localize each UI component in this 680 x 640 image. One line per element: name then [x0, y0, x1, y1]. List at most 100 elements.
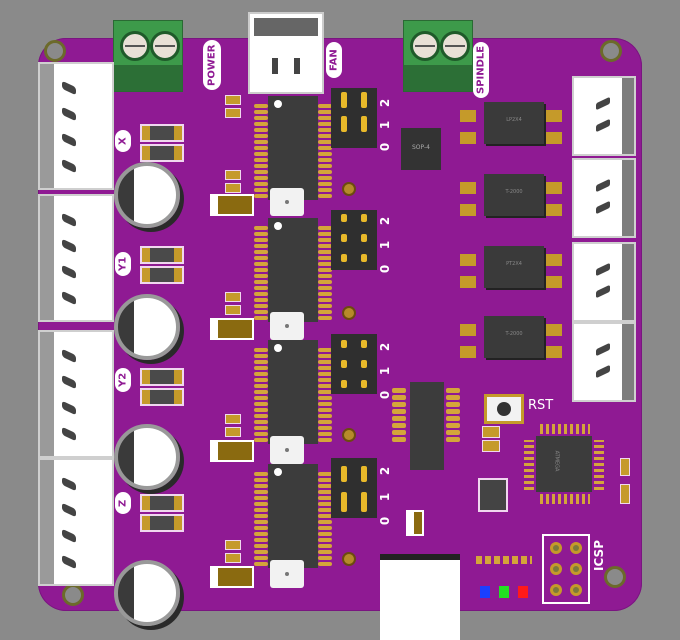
current-trim-potentiometer[interactable]: [270, 188, 304, 216]
via: [342, 306, 356, 320]
motor-connector-y1: [38, 194, 114, 322]
motor-connector-z: [38, 458, 114, 586]
axis-label-y1: Y1: [115, 252, 131, 276]
inductor: [140, 514, 184, 532]
electrolytic-capacitor: [114, 162, 180, 228]
jumper-number: 1: [378, 366, 393, 376]
mounting-hole: [62, 584, 84, 606]
smd-capacitor: [482, 440, 500, 452]
microstep-jumper-block[interactable]: [331, 458, 377, 518]
via: [342, 428, 356, 442]
screw-icon: [120, 31, 150, 61]
inductor: [140, 368, 184, 386]
axis-label-z: Z: [115, 492, 131, 514]
motor-connector-y2: [38, 330, 114, 458]
sop4-optocoupler: SOP-4: [401, 128, 441, 170]
fan-label: FAN: [326, 42, 342, 78]
axis-label-y2: Y2: [115, 368, 131, 392]
endstop-connector: [572, 242, 636, 322]
jumper-number: 0: [378, 264, 393, 274]
microstep-jumper-block[interactable]: [331, 88, 377, 148]
smd-resistor: [225, 553, 241, 563]
tantalum-capacitor: [210, 566, 254, 588]
smd-resistor: [225, 183, 241, 193]
inductor: [140, 124, 184, 142]
screw-icon: [440, 31, 470, 61]
electrolytic-capacitor: [114, 424, 180, 490]
inductor: [140, 266, 184, 284]
inductor: [140, 246, 184, 264]
icsp-header[interactable]: [542, 534, 590, 604]
jumper-number: 1: [378, 492, 393, 502]
smd-capacitor: [482, 426, 500, 438]
reset-button[interactable]: [484, 394, 524, 424]
screw-icon: [150, 31, 180, 61]
jumper-number: 0: [378, 516, 393, 526]
smd-resistor: [225, 95, 241, 105]
tantalum-capacitor: [210, 318, 254, 340]
status-led-red: [518, 586, 528, 598]
fan-connector: [248, 12, 324, 94]
smd-resistor: [225, 305, 241, 315]
screw-icon: [410, 31, 440, 61]
jumper-number: 2: [378, 216, 393, 226]
stepper-driver-chip: [268, 340, 318, 444]
electrolytic-capacitor: [114, 560, 180, 626]
inductor: [140, 144, 184, 162]
motor-connector-x: [38, 62, 114, 190]
jumper-number: 1: [378, 240, 393, 250]
smd-resistor: [225, 427, 241, 437]
endstop-connector: [572, 76, 636, 156]
tantalum-capacitor: [210, 194, 254, 216]
smd-resistor: [620, 458, 630, 476]
via: [342, 182, 356, 196]
status-led-blue: [480, 586, 490, 598]
stepper-driver-chip: [268, 218, 318, 322]
reset-label: RST: [528, 398, 554, 413]
endstop-connector: [572, 322, 636, 402]
status-led-green: [499, 586, 509, 598]
power-label: POWER: [203, 40, 221, 90]
crystal: [478, 478, 508, 512]
power-mosfet: PT2X4: [484, 246, 544, 288]
smd-resistor: [620, 484, 630, 504]
tantalum-capacitor: [210, 440, 254, 462]
smd-resistor: [225, 170, 241, 180]
electrolytic-capacitor: [114, 294, 180, 360]
power-mosfet: LP2X4: [484, 102, 544, 144]
icsp-label: ICSP: [592, 540, 606, 571]
jumper-number: 0: [378, 142, 393, 152]
smd-fuse: [406, 510, 424, 536]
power-terminal-block: [113, 20, 183, 92]
jumper-number: 0: [378, 390, 393, 400]
endstop-connector: [572, 158, 636, 238]
current-trim-potentiometer[interactable]: [270, 560, 304, 588]
microstep-jumper-block[interactable]: [331, 334, 377, 394]
power-mosfet: T-2000: [484, 174, 544, 216]
stepper-driver-chip: [268, 96, 318, 200]
jumper-number: 2: [378, 98, 393, 108]
axis-label-x: X: [115, 130, 131, 152]
usb-c-port[interactable]: [380, 554, 460, 640]
soic-chip: [410, 382, 444, 470]
mounting-hole: [600, 40, 622, 62]
smd-resistor: [225, 540, 241, 550]
inductor: [140, 388, 184, 406]
jumper-number: 2: [378, 466, 393, 476]
jumper-number: 2: [378, 342, 393, 352]
microstep-jumper-block[interactable]: [331, 210, 377, 270]
stepper-driver-chip: [268, 464, 318, 568]
jumper-number: 1: [378, 120, 393, 130]
via: [342, 552, 356, 566]
smd-resistor: [225, 108, 241, 118]
current-trim-potentiometer[interactable]: [270, 436, 304, 464]
mounting-hole: [604, 566, 626, 588]
current-trim-potentiometer[interactable]: [270, 312, 304, 340]
spindle-label: SPINDLE: [473, 42, 489, 98]
microcontroller: ATMEGA: [536, 436, 592, 492]
smd-resistor: [225, 414, 241, 424]
power-mosfet: T-2000: [484, 316, 544, 358]
smd-resistor: [225, 292, 241, 302]
mounting-hole: [44, 40, 66, 62]
spindle-terminal-block: [403, 20, 473, 92]
